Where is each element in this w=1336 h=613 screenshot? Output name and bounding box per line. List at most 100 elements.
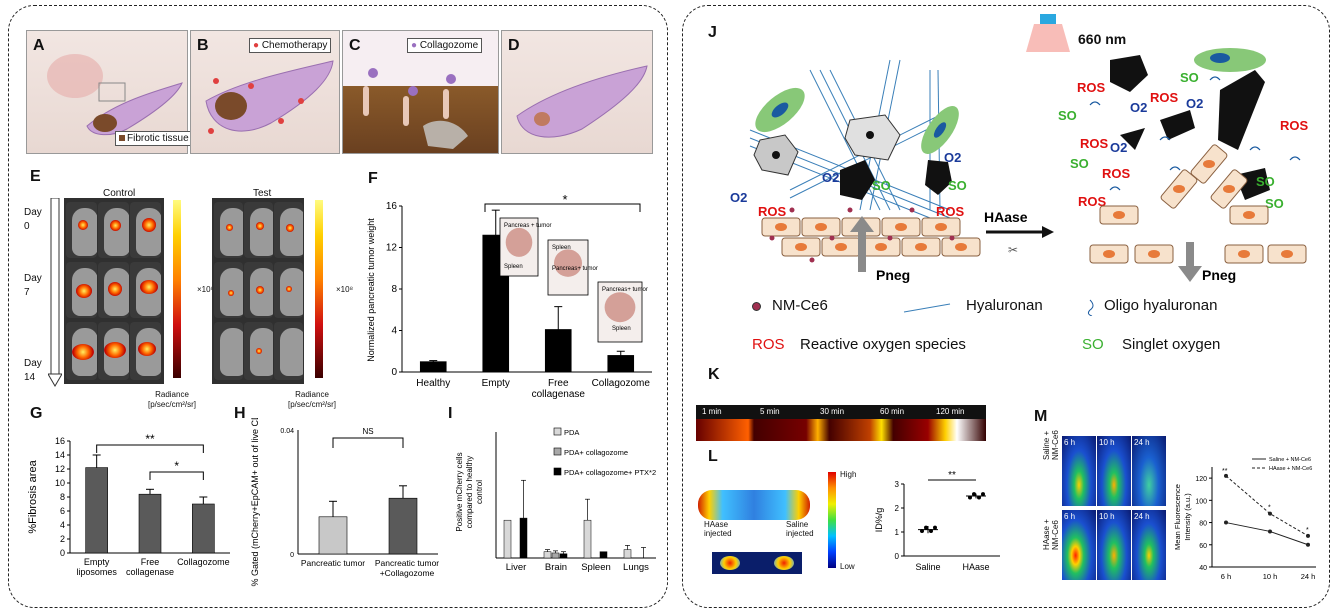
bar [138,493,162,554]
tissue-sample [554,249,582,277]
e-test-exp: ×10⁸ [336,285,353,294]
chemotherapy-text: Chemotherapy [261,40,328,51]
y-tick-label: 0 [60,548,65,558]
j-o2-mid: O2 [822,170,839,185]
j-o2-r1: O2 [1130,100,1147,115]
pancreas-illustration-d [516,65,648,138]
m-row-saline: Saline + NM-Ce6 [1042,430,1060,460]
e-group-control: Control [103,188,136,199]
pneg-up-arrow-icon [850,216,874,272]
collagozome-legend: ● Collagozome [407,38,483,53]
bar [544,329,572,373]
x-tick-label: Saline [915,562,940,572]
y-axis-label: Positive mCherry cells [455,452,464,531]
legend-swatch [553,427,562,436]
x-tick-label: Spleen [581,562,611,573]
fibrotic-tissue-legend: Fibrotic tissue [115,131,193,146]
legend-label: PDA [564,428,579,437]
y-tick-label: 12 [55,464,65,474]
panel-d: D [501,30,653,154]
y-axis-label: Mean Fluorescence [1173,484,1182,550]
panel-d-label: D [508,37,520,54]
j-ros-r6: ROS [1280,118,1309,133]
x-tick-label: Empty [482,378,510,389]
e-group-test: Test [253,188,272,199]
bar [419,361,447,373]
legend-swatch [553,447,562,456]
legend-label: Saline + NM-Ce6 [1269,457,1311,463]
right-figure-frame [682,5,1330,608]
x-tick-label: collagenase [126,567,174,577]
y-tick-label: 0 [391,367,397,378]
j-legend-so-key: SO [1082,336,1104,353]
x-tick-label: +Collagozome [380,568,435,578]
bar [85,467,108,554]
y-tick-label: 100 [1195,498,1207,505]
bar [192,503,215,554]
bar [623,549,632,559]
j-legend-nm: NM-Ce6 [772,297,828,314]
bar [388,497,418,555]
significance-bracket [149,471,204,480]
l-colorbar-low: Low [840,562,855,571]
l-haase-injected: HAase injected [704,520,732,538]
j-legend-hyal: Hyaluronan [966,297,1043,314]
data-point [1306,542,1310,547]
x-tick-label: Empty [84,557,110,567]
y-axis-label: ID%/g [874,508,884,533]
y-tick-label: 2 [60,534,65,544]
m-time-24h-b: 24 h [1134,512,1150,521]
j-haase-label: HAase [984,209,1028,225]
photo-label: Spleen [504,264,523,270]
significance-double-star: ** [145,432,155,446]
legend-swatch [553,467,562,476]
j-o2-left: O2 [730,190,747,205]
panel-f-label: F [368,170,378,187]
e-test-images [212,198,304,384]
y-tick-label: 16 [386,201,398,212]
x-tick-label: collagenase [532,389,586,400]
data-point [924,525,928,530]
x-tick-label: 10 h [1263,572,1278,581]
j-ros-r5: ROS [1078,194,1107,209]
bar [559,553,568,559]
e-control-radiance: Radiance [p/sec/cm²/sr] [148,390,197,409]
e-test-colorbar [315,200,323,378]
y-axis-label: control [475,480,484,504]
m-time-24h-a: 24 h [1134,438,1150,447]
j-so-r5: SO [1265,196,1284,211]
data-point [929,529,933,534]
e-control-colorbar [173,200,181,378]
pancreas-illustration-a [47,54,183,136]
e-test-radiance: Radiance [p/sec/cm²/sr] [288,390,337,409]
x-tick-label: 6 h [1221,572,1231,581]
light-wavelength: 660 nm [1078,31,1127,47]
j-o2-r2: O2 [1186,96,1203,111]
significance-ns: NS [362,427,373,436]
panel-k-label: K [708,366,720,383]
j-so-r2: SO [1058,108,1077,123]
mechanism-diagram: O2 O2 O2 ROS ROS SO SO Pneg HAase ✂ ROS … [730,14,1309,283]
y-axis-label: Intensity (a.u.) [1183,493,1192,541]
data-point [920,529,924,534]
significance-bracket [96,444,204,453]
e-day-14: Day 14 [24,358,42,383]
m-time-6h-a: 6 h [1064,438,1076,447]
series-line [1225,475,1309,537]
collagozome-text: Collagozome [419,40,479,51]
j-so-r3: SO [1070,156,1089,171]
y-axis-label: %Fibrosis area [27,459,39,533]
x-tick-label: Collagozome [592,378,651,389]
data-point [1224,473,1228,478]
collagozome-illustration [363,68,468,149]
data-point [968,495,972,500]
y-axis-label: % Gated (mCherry+EpCAM+ out of live CD45… [250,418,260,587]
y-tick-label: 12 [386,243,398,254]
significance-star: * [562,192,567,207]
hyaluronan-line-icon [903,303,951,313]
significance-double-star: ** [948,470,956,481]
j-o2-right: O2 [944,150,961,165]
x-tick-label: HAase [962,562,989,572]
